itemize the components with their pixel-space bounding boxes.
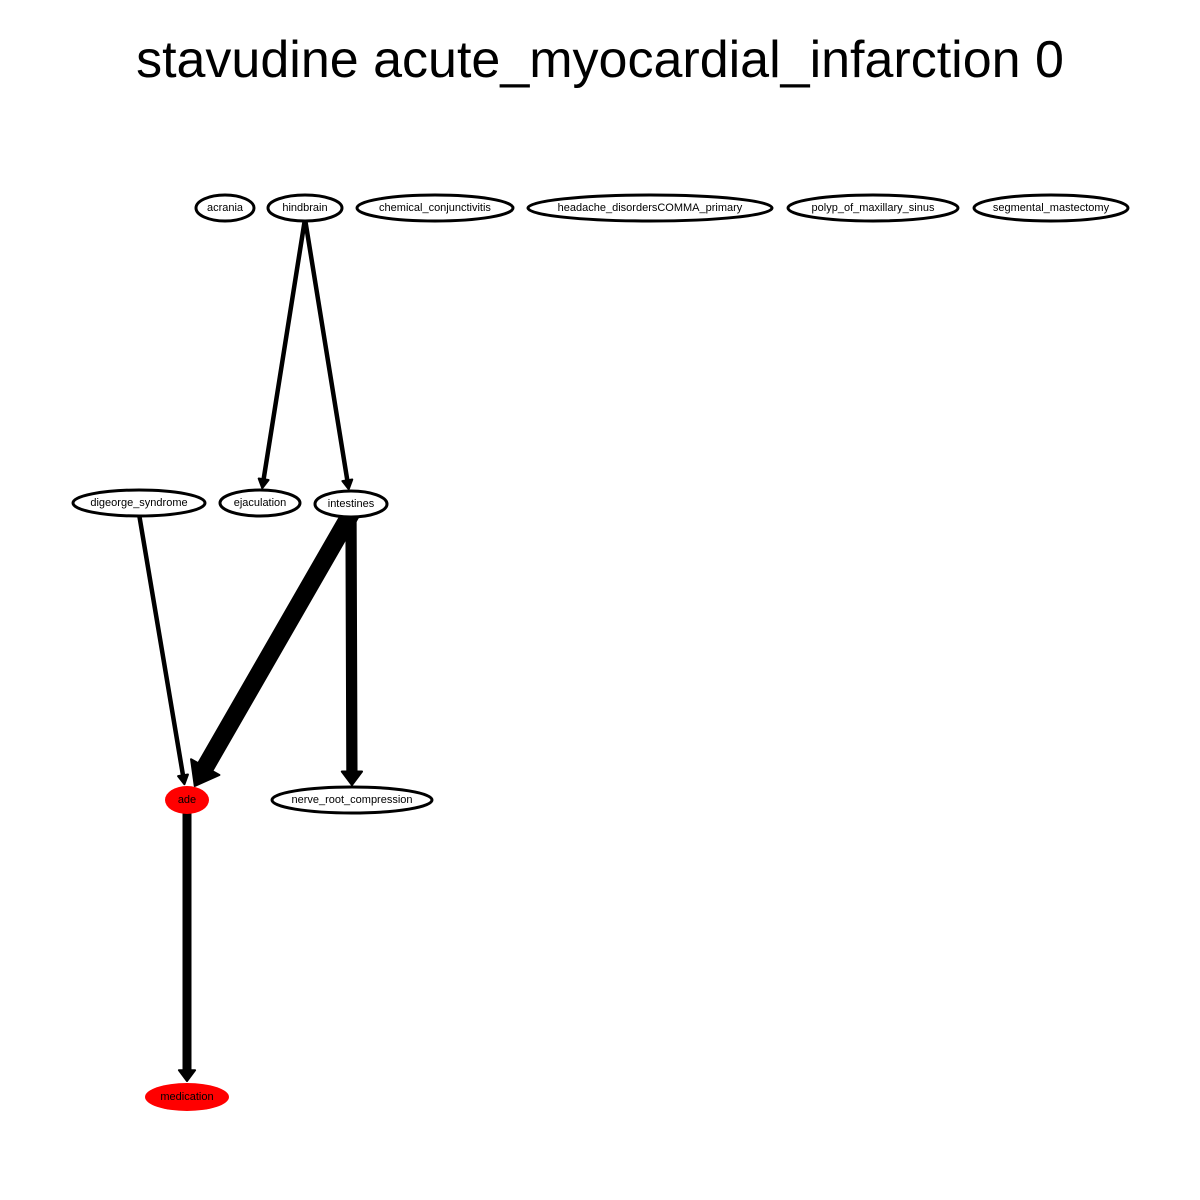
node-intestines[interactable]: intestines bbox=[313, 489, 389, 519]
edge-arrowhead-ade-to-medication bbox=[177, 1069, 197, 1082]
edge-intestines-to-nerve_root_compression bbox=[345, 509, 358, 778]
edge-digeorge_syndrome-to-ade bbox=[136, 511, 186, 778]
node-label-headache_disorders: headache_disordersCOMMA_primary bbox=[558, 202, 743, 214]
node-shape-digeorge_syndrome bbox=[71, 488, 207, 518]
node-shape-segmental_mastectomy bbox=[972, 193, 1130, 223]
node-label-chemical_conjunctivitis: chemical_conjunctivitis bbox=[379, 202, 491, 214]
node-label-polyp: polyp_of_maxillary_sinus bbox=[812, 202, 935, 214]
node-label-digeorge_syndrome: digeorge_syndrome bbox=[90, 497, 187, 509]
node-shape-headache_disorders bbox=[526, 193, 774, 223]
node-label-hindbrain: hindbrain bbox=[282, 202, 327, 214]
node-shape-nerve_root_compression bbox=[270, 785, 434, 815]
node-label-segmental_mastectomy: segmental_mastectomy bbox=[993, 202, 1110, 214]
node-label-ejaculation: ejaculation bbox=[234, 497, 287, 509]
node-shape-intestines bbox=[313, 489, 389, 519]
node-shape-chemical_conjunctivitis bbox=[355, 193, 515, 223]
nodes-layer: acrania hindbrain chemical_conjunctivitis h… bbox=[71, 193, 1130, 1111]
edge-hindbrain-to-intestines bbox=[302, 216, 350, 483]
node-medication[interactable]: medication bbox=[145, 1083, 229, 1111]
node-hindbrain[interactable]: hindbrain bbox=[266, 193, 344, 223]
node-chemical_conjunctivitis[interactable]: chemical_conjunctivitis bbox=[355, 193, 515, 223]
node-digeorge_syndrome[interactable]: digeorge_syndrome bbox=[71, 488, 207, 518]
node-acrania[interactable]: acrania bbox=[194, 193, 256, 223]
node-label-nerve_root_compression: nerve_root_compression bbox=[291, 794, 412, 806]
node-label-intestines: intestines bbox=[328, 498, 375, 510]
node-headache_disorders[interactable]: headache_disordersCOMMA_primary bbox=[526, 193, 774, 223]
node-shape-hindbrain bbox=[266, 193, 344, 223]
edge-intestines-to-ade bbox=[196, 504, 360, 777]
node-segmental_mastectomy[interactable]: segmental_mastectomy bbox=[972, 193, 1130, 223]
edges-layer bbox=[136, 216, 364, 1082]
edge-arrowhead-digeorge_syndrome-to-ade bbox=[177, 773, 189, 786]
node-label-medication: medication bbox=[160, 1091, 213, 1103]
graph-title: stavudine acute_myocardial_infarction 0 bbox=[136, 31, 1064, 89]
node-label-ade: ade bbox=[178, 794, 196, 806]
node-nerve_root_compression[interactable]: nerve_root_compression bbox=[270, 785, 434, 815]
edge-hindbrain-to-ejaculation bbox=[261, 216, 308, 482]
node-shape-acrania bbox=[194, 193, 256, 223]
edge-arrowhead-intestines-to-ade bbox=[190, 758, 221, 788]
node-shape-medication bbox=[145, 1083, 229, 1111]
node-shape-ejaculation bbox=[218, 488, 302, 518]
edge-arrowhead-hindbrain-to-intestines bbox=[341, 478, 354, 491]
edge-arrowhead-hindbrain-to-ejaculation bbox=[257, 477, 270, 490]
edge-arrowhead-intestines-to-nerve_root_compression bbox=[340, 770, 364, 787]
node-polyp[interactable]: polyp_of_maxillary_sinus bbox=[786, 193, 960, 223]
node-shape-polyp bbox=[786, 193, 960, 223]
node-ade[interactable]: ade bbox=[165, 786, 209, 814]
node-ejaculation[interactable]: ejaculation bbox=[218, 488, 302, 518]
node-shape-ade bbox=[165, 786, 209, 814]
node-label-acrania: acrania bbox=[207, 202, 244, 214]
